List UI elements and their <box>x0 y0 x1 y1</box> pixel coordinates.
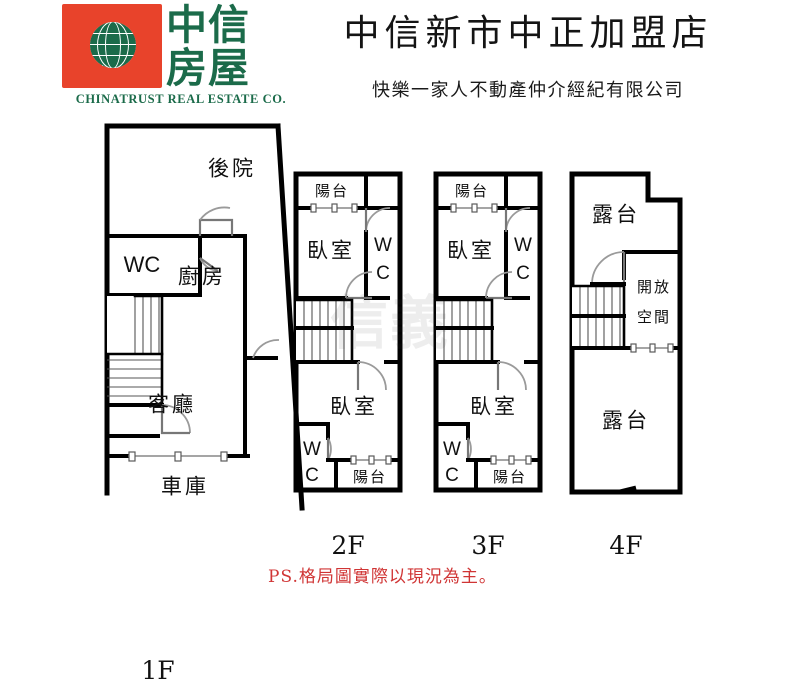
staircase-1F <box>105 294 164 407</box>
company-logo: 中信 房屋 CHINATRUST REAL ESTATE CO. <box>62 4 298 108</box>
page-title: 中信新市中正加盟店 <box>343 13 713 54</box>
staircase-4F <box>570 284 626 350</box>
room-label-2F-2-c: C <box>376 263 390 284</box>
floor-label-4F: 4F <box>609 531 643 560</box>
staircase-3F <box>434 298 494 364</box>
window-balcony-top-2F <box>310 203 358 213</box>
room-label-3F-2-w: W <box>514 235 532 256</box>
brand-line-1: 中信 <box>166 1 250 49</box>
room-label-2F-4-w: W <box>303 439 321 460</box>
brand-name-cn: 中信 房屋 <box>166 4 300 90</box>
room-label-3F-2-c: C <box>516 263 530 284</box>
room-label-2F-0: 陽台 <box>315 182 349 200</box>
room-label-4F-0: 露台 <box>592 203 640 227</box>
room-label-2F-1: 臥室 <box>307 239 355 263</box>
header: 中信 房屋 CHINATRUST REAL ESTATE CO. 中信新市中正加… <box>0 0 800 112</box>
chinatrust-globe-logo-icon <box>62 4 162 88</box>
disclaimer-note: PS.格局圖實際以現況為主。 <box>268 567 497 587</box>
globe-icon <box>90 22 136 68</box>
room-label-2F-2-w: W <box>374 235 392 256</box>
room-label-1F-4: 車庫 <box>161 475 209 499</box>
floor-label-1F: 1F <box>141 656 175 685</box>
floor-plan-1F: 後院 WC 廚房 客廳 車庫 <box>104 123 305 511</box>
room-label-2F-4-c: C <box>305 465 319 486</box>
room-label-2F-5: 陽台 <box>353 468 387 486</box>
room-label-3F-4-c: C <box>445 465 459 486</box>
floor-plan-4F: 露台 開放 空間 露台 <box>569 171 683 495</box>
room-label-3F-5: 陽台 <box>493 468 527 486</box>
room-label-4F-2: 露台 <box>602 409 650 433</box>
room-label-4F-1a: 開放 <box>637 278 671 296</box>
window-balcony-bottom-2F <box>350 455 392 465</box>
window-living-1F <box>128 451 228 462</box>
staircase-2F <box>294 298 354 364</box>
room-label-1F-0: 後院 <box>208 157 256 181</box>
floor-plans-area: 後院 WC 廚房 客廳 車庫 1F <box>0 108 800 685</box>
room-label-3F-1: 臥室 <box>447 239 495 263</box>
room-label-1F-2: 廚房 <box>178 265 226 289</box>
room-label-1F-3: 客廳 <box>148 393 196 417</box>
room-label-2F-3: 臥室 <box>330 395 378 419</box>
floor-label-3F: 3F <box>471 531 505 560</box>
page-subtitle: 快樂一家人不動產仲介經紀有限公司 <box>372 80 684 101</box>
floor-plan-3F: 陽台 臥室 W C 臥室 W C 陽台 <box>433 171 543 493</box>
room-label-4F-1b: 空間 <box>637 308 671 326</box>
floor-plan-2F: 陽台 臥室 W C 臥室 W C 陽台 <box>293 171 403 493</box>
floor-label-2F: 2F <box>331 531 365 560</box>
brand-name-en: CHINATRUST REAL ESTATE CO. <box>75 92 287 106</box>
window-balcony-top-3F <box>450 203 498 213</box>
room-label-1F-1: WC <box>124 252 161 277</box>
railing-open-space-4F <box>630 343 674 353</box>
room-label-3F-4-w: W <box>443 439 461 460</box>
brand-line-2: 房屋 <box>166 44 250 92</box>
room-label-3F-3: 臥室 <box>470 395 518 419</box>
window-balcony-bottom-3F <box>490 455 532 465</box>
room-label-3F-0: 陽台 <box>455 182 489 200</box>
